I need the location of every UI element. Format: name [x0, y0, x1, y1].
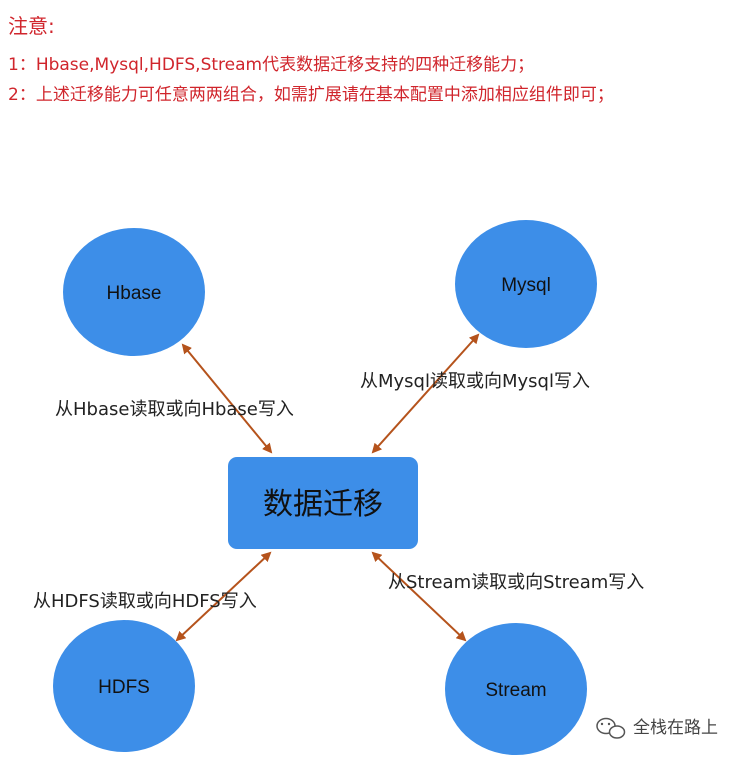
watermark: 全栈在路上 [596, 717, 718, 739]
arrow-stream [371, 551, 467, 642]
edge-label-hdfs: 从HDFS读取或向HDFS写入 [33, 591, 257, 612]
node-stream: Stream [445, 623, 587, 755]
edge-label-stream: 从Stream读取或向Stream写入 [388, 572, 644, 593]
node-hdfs: HDFS [53, 620, 195, 752]
node-hbase: Hbase [63, 228, 205, 356]
edge-label-hbase: 从Hbase读取或向Hbase写入 [55, 399, 294, 420]
note-title: 注意: [8, 14, 55, 38]
node-hbase-label: Hbase [107, 283, 162, 304]
watermark-text: 全栈在路上 [633, 718, 718, 738]
node-stream-label: Stream [485, 680, 546, 701]
center-node: 数据迁移 [228, 457, 418, 549]
note-line-2: 2：上述迁移能力可任意两两组合，如需扩展请在基本配置中添加相应组件即可； [8, 85, 614, 105]
arrow-hdfs [175, 551, 272, 642]
arrow-mysql [371, 333, 480, 454]
node-mysql: Mysql [455, 220, 597, 348]
center-label: 数据迁移 [263, 487, 383, 522]
node-hdfs-label: HDFS [98, 677, 150, 698]
note-line-1: 1：Hbase,Mysql,HDFS,Stream代表数据迁移支持的四种迁移能力… [8, 55, 535, 75]
arrow-hbase [181, 343, 273, 454]
edge-label-mysql: 从Mysql读取或向Mysql写入 [360, 371, 590, 392]
node-mysql-label: Mysql [501, 275, 551, 296]
wechat-icon [596, 717, 626, 739]
